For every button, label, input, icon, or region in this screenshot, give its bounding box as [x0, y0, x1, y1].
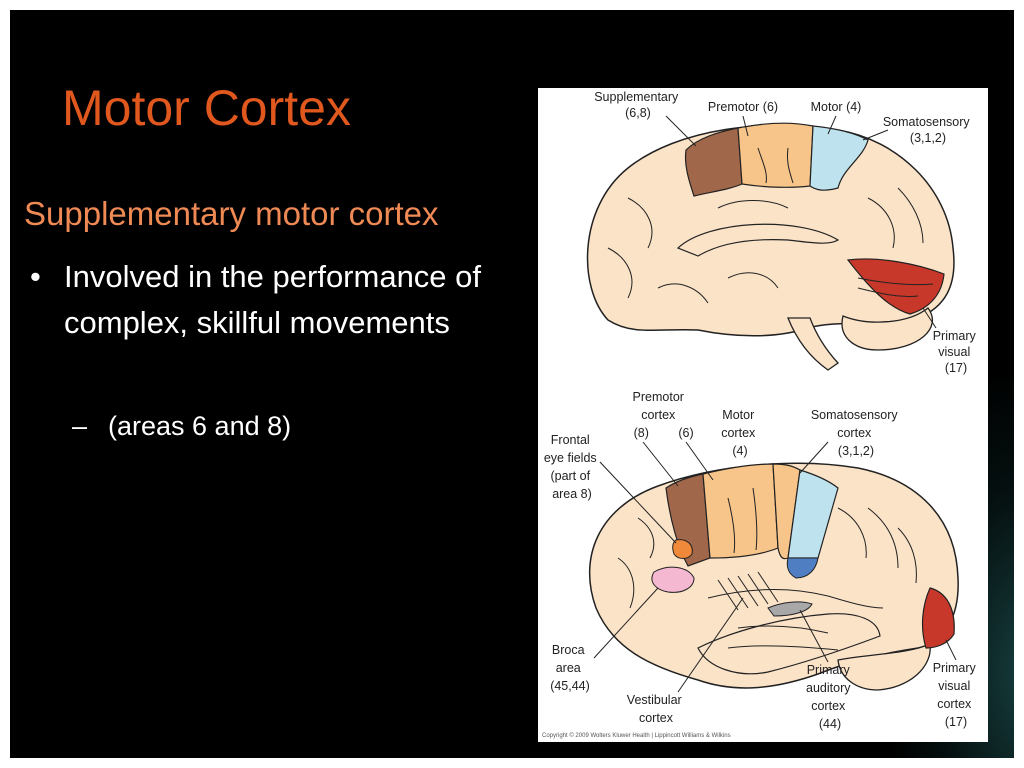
- somatosensory-blue-patch: [786, 557, 819, 579]
- sub-bullet-marker: –: [72, 411, 88, 441]
- lateral-sulci: [617, 487, 917, 651]
- leader-motor-medial: [827, 115, 837, 135]
- auditory-area: [767, 601, 813, 617]
- bullet-marker: •: [30, 259, 41, 294]
- sub-bullet-text: (areas 6 and 8): [108, 411, 292, 441]
- premotor-8-area: [665, 473, 711, 567]
- premotor-area-medial: [737, 122, 814, 188]
- label-auditory: Primary auditory cortex (44): [806, 663, 854, 731]
- label-motor-medial: Motor (4): [811, 100, 862, 114]
- leader-vestibular: [677, 597, 744, 693]
- temporal-lobe: [697, 613, 881, 675]
- medial-sulci: [607, 147, 934, 304]
- leader-frontal-eye: [599, 461, 677, 544]
- broca-area: [651, 566, 695, 593]
- bullet-item: • Involved in the performance of complex…: [30, 254, 530, 346]
- brain-diagram: Supplementary (6,8) Premotor (6) Motor (…: [544, 90, 980, 731]
- slide: Motor Cortex Supplementary motor cortex …: [10, 10, 1014, 758]
- somatosensory-area-lateral: [787, 469, 839, 559]
- label-premotor-lateral: Premotor cortex (8) (6): [633, 390, 694, 440]
- leader-broca: [593, 587, 659, 659]
- cerebellum-medial: [841, 307, 934, 351]
- leader-somatosensory-lateral: [799, 441, 829, 474]
- slide-title: Motor Cortex: [62, 80, 351, 136]
- leader-auditory: [799, 609, 829, 663]
- label-broca: Broca area (45,44): [550, 643, 590, 693]
- medial-brain-view: [586, 122, 955, 371]
- leader-visual-lateral: [945, 639, 957, 661]
- label-premotor-medial: Premotor (6): [708, 100, 778, 114]
- leader-somatosensory-medial: [862, 129, 889, 141]
- leader-premotor-8: [642, 441, 679, 487]
- cerebellum-lateral: [837, 643, 931, 691]
- slide-subtitle: Supplementary motor cortex: [24, 195, 439, 232]
- corpus-callosum: [676, 223, 840, 257]
- sub-bullet-item: – (areas 6 and 8): [72, 404, 291, 448]
- leader-supplementary: [665, 115, 697, 147]
- brain-figure: Supplementary (6,8) Premotor (6) Motor (…: [538, 88, 988, 742]
- premotor-6-area: [702, 463, 779, 559]
- motor-area-medial: [809, 125, 869, 191]
- leader-premotor-6: [685, 441, 714, 481]
- label-supplementary: Supplementary (6,8): [594, 90, 682, 120]
- label-somatosensory-lateral: Somatosensory cortex (3,1,2): [811, 408, 901, 458]
- label-vestibular: Vestibular cortex: [627, 693, 685, 725]
- label-visual-medial: Primary visual (17): [933, 329, 980, 375]
- frontal-eye-area: [672, 539, 693, 559]
- medial-labels: Supplementary (6,8) Premotor (6) Motor (…: [594, 90, 980, 375]
- brainstem-medial: [787, 317, 839, 371]
- leader-premotor-medial: [742, 115, 749, 137]
- lateral-brain-view: [588, 462, 959, 691]
- label-visual-lateral: Primary visual cortex (17): [933, 661, 980, 729]
- supplementary-area: [684, 127, 743, 197]
- label-frontal-eye: Frontal eye fields (part of area 8): [544, 433, 600, 501]
- visual-area-lateral: [921, 587, 955, 649]
- lateral-labels: Premotor cortex (8) (6) Motor cortex (4)…: [544, 390, 980, 731]
- label-somatosensory-medial: Somatosensory (3,1,2): [883, 115, 973, 145]
- leader-visual-medial: [922, 307, 937, 329]
- bullet-text: Involved in the performance of complex, …: [64, 259, 482, 340]
- label-motor-lateral: Motor cortex (4): [721, 408, 759, 458]
- figure-copyright: Copyright © 2009 Wolters Kluwer Health |…: [542, 733, 731, 739]
